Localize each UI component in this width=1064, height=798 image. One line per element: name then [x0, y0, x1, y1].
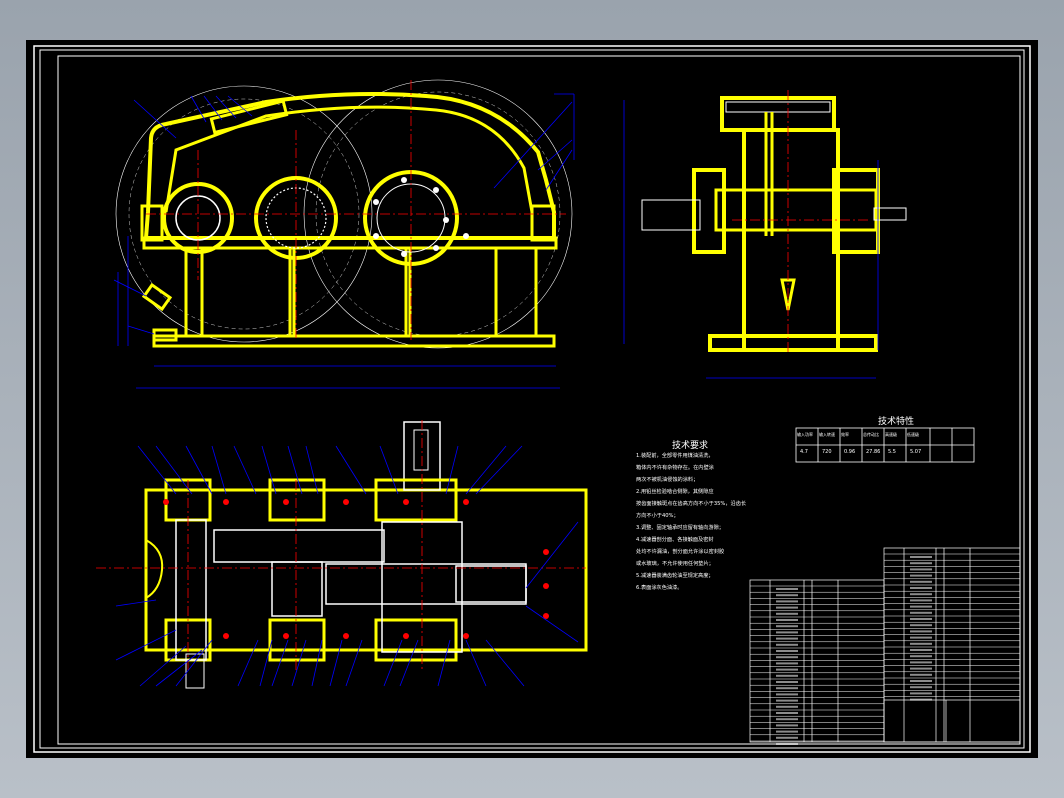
- table-cell-text: [910, 580, 932, 583]
- tech-requirement-line: 2.用铅丝检验啮合侧隙，其侧隙应: [636, 489, 714, 495]
- table-cell-text: [776, 681, 798, 683]
- tech-char-value: 0.96: [844, 449, 856, 455]
- tech-char-header: 总传动比: [863, 432, 879, 437]
- tech-requirement-line: 按齿面接触斑点在齿高方向不小于35%，沿齿长: [636, 501, 747, 507]
- table-cell-text: [776, 736, 798, 739]
- cad-drawing-sheet: 技术要求 1.装配前，全部零件用煤油清洗， 箱体内不许有杂物存在。在内壁涂两次不被…: [26, 40, 1038, 758]
- tech-char-header: 输入转速: [819, 432, 835, 437]
- table-cell-text: [776, 625, 798, 628]
- tech-requirement-line: 3.调整、固定轴承时应留有轴向游隙；: [636, 525, 724, 531]
- table-cell-text: [776, 668, 798, 671]
- tech-requirement-line: 1.装配前，全部零件用煤油清洗，: [636, 453, 714, 459]
- table-cell-text: [776, 600, 798, 603]
- table-cell-text: [910, 630, 932, 633]
- tech-requirement-line: 处均不许漏油，剖分面允许涂以密封胶: [636, 549, 725, 555]
- table-cell-text: [910, 574, 932, 577]
- tech-char-header: 输入功率: [797, 432, 813, 437]
- parts-list-right: [883, 547, 1021, 743]
- table-cell-text: [776, 631, 798, 634]
- tech-char-value: 5.5: [888, 449, 896, 455]
- table-cell-text: [776, 619, 798, 621]
- table-cell-text: [910, 649, 932, 651]
- table-cell-text: [910, 587, 932, 589]
- cad-drawing-canvas: [33, 45, 1031, 753]
- table-cell-text: [910, 655, 932, 658]
- tech-char-value: 5.07: [910, 449, 922, 455]
- tech-requirement-line: 或水玻璃，不允许使用任何垫片；: [636, 561, 714, 567]
- table-cell-text: [776, 606, 798, 609]
- table-cell-text: [910, 698, 932, 701]
- table-cell-text: [910, 611, 932, 614]
- table-cell-text: [776, 662, 798, 665]
- table-cell-text: [910, 605, 932, 608]
- table-cell-text: [776, 687, 798, 690]
- table-cell-text: [910, 680, 932, 682]
- tech-char-header: 效率: [841, 432, 849, 437]
- tech-characteristics-title: 技术特性: [878, 417, 915, 427]
- side-view: [623, 90, 907, 379]
- table-cell-text: [776, 730, 798, 733]
- table-cell-text: [776, 743, 798, 745]
- table-cell-text: [776, 637, 798, 640]
- table-cell-text: [910, 599, 932, 602]
- table-cell-text: [910, 642, 932, 645]
- table-cell-text: [776, 594, 798, 597]
- table-cell-text: [776, 718, 798, 721]
- table-cell-text: [910, 636, 932, 639]
- table-cell-text: [776, 643, 798, 646]
- table-cell-text: [776, 705, 798, 708]
- table-cell-text: [910, 593, 932, 596]
- table-cell-text: [776, 724, 798, 727]
- tech-requirement-line: 6.表面涂灰色油漆。: [636, 585, 683, 591]
- tech-requirement-line: 5.减速器装满齿轮油至规定高度；: [636, 573, 714, 579]
- plan-view: [96, 420, 588, 689]
- table-cell-text: [910, 673, 932, 676]
- table-cell-text: [910, 556, 932, 558]
- table-cell-text: [776, 612, 798, 615]
- tech-char-value: 27.86: [866, 449, 881, 455]
- table-cell-text: [910, 692, 932, 695]
- table-cell-text: [910, 624, 932, 627]
- tech-char-value: 4.7: [800, 449, 808, 455]
- table-cell-text: [776, 712, 798, 714]
- tech-requirement-line: 4.减速器剖分面、各接触面及密封: [636, 537, 714, 543]
- tech-char-value: 720: [822, 449, 832, 455]
- table-cell-text: [776, 650, 798, 652]
- tech-requirement-line: 两次不被机油侵蚀的涂料；: [636, 477, 699, 483]
- table-cell-text: [776, 693, 798, 696]
- table-cell-text: [776, 674, 798, 677]
- tech-characteristics-table: [795, 427, 975, 463]
- table-cell-text: [910, 618, 932, 620]
- table-cell-text: [910, 568, 932, 571]
- table-cell-text: [910, 661, 932, 664]
- table-cell-text: [910, 667, 932, 670]
- table-cell-text: [910, 562, 932, 565]
- table-cell-text: [910, 686, 932, 689]
- tech-requirement-line: 方向不小于40%；: [636, 513, 679, 519]
- front-view: [113, 79, 575, 389]
- tech-requirements-title: 技术要求: [672, 441, 709, 451]
- tech-char-header: 高速级: [885, 432, 897, 437]
- table-cell-text: [776, 699, 798, 702]
- drawing-frame: [33, 45, 1031, 753]
- tech-char-header: 低速级: [907, 432, 919, 437]
- parts-list-left: [749, 579, 885, 743]
- table-cell-text: [776, 656, 798, 659]
- tech-requirement-line: 箱体内不许有杂物存在。在内壁涂: [636, 465, 714, 471]
- table-cell-text: [776, 588, 798, 590]
